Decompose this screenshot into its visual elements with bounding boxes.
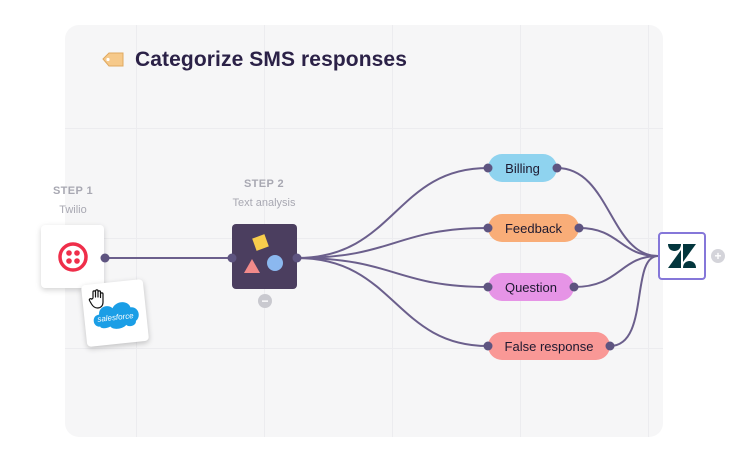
wire-feedback-to-zendesk (578, 227, 659, 257)
step2-label: STEP 2 (243, 178, 285, 190)
twilio-logo-icon (57, 241, 88, 272)
category-billing[interactable]: Billing (488, 154, 557, 182)
category-feedback[interactable]: Feedback (488, 214, 579, 242)
port-false-in[interactable] (483, 341, 493, 351)
port-billing-out[interactable] (552, 163, 562, 173)
port-twilio-out[interactable] (100, 253, 110, 263)
salesforce-logo-icon: salesforce (93, 302, 139, 329)
hand-cursor-icon (88, 289, 104, 309)
port-feedback-out[interactable] (574, 223, 584, 233)
tag-icon (102, 52, 124, 67)
salesforce-logo-text: salesforce (97, 311, 135, 324)
wire-analysis-to-billing (296, 167, 489, 259)
step2-app-name: Text analysis (232, 197, 296, 209)
port-feedback-in[interactable] (483, 223, 493, 233)
twilio-node[interactable] (41, 225, 104, 288)
salesforce-node[interactable]: salesforce (80, 278, 150, 348)
page-title: Categorize SMS responses (135, 48, 407, 71)
wire-question-to-zendesk (573, 255, 659, 288)
zendesk-logo-icon (668, 244, 696, 268)
step1-label: STEP 1 (52, 185, 94, 197)
port-false-out[interactable] (605, 341, 615, 351)
wire-billing-to-zendesk (556, 167, 659, 257)
wire-analysis-to-question (296, 257, 489, 288)
wire-analysis-to-false (296, 257, 489, 347)
port-analysis-out[interactable] (292, 253, 302, 263)
port-analysis-in[interactable] (227, 253, 237, 263)
wire-false-to-zendesk (609, 255, 659, 347)
wire-analysis-to-feedback (296, 227, 489, 259)
zendesk-node[interactable] (658, 232, 706, 280)
port-question-in[interactable] (483, 282, 493, 292)
category-question[interactable]: Question (488, 273, 574, 301)
category-false-response[interactable]: False response (488, 332, 610, 360)
remove-step-button[interactable]: − (258, 294, 272, 308)
step1-app-name: Twilio (59, 204, 87, 216)
workflow-title: Categorize SMS responses (101, 48, 407, 72)
port-question-out[interactable] (569, 282, 579, 292)
port-billing-in[interactable] (483, 163, 493, 173)
text-analysis-node[interactable] (232, 224, 297, 289)
shapes-icon (244, 234, 283, 273)
add-step-button[interactable]: + (711, 249, 725, 263)
